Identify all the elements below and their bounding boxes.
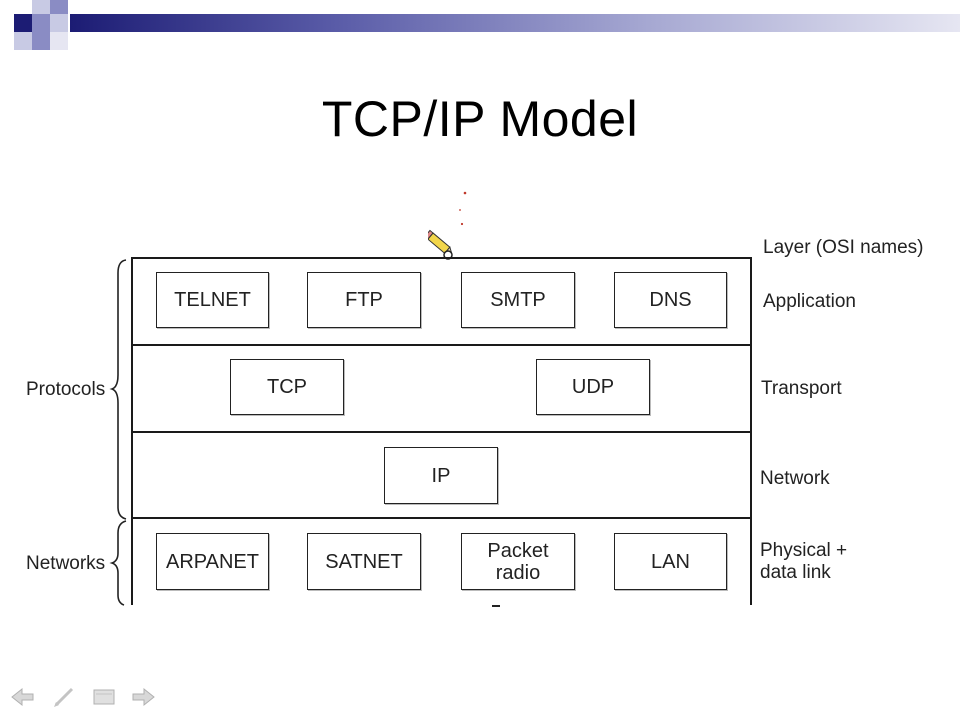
network-satnet-box: SATNET — [307, 533, 421, 590]
header-square-dark — [14, 14, 32, 32]
layer-label-physical-data-link: Physical + data link — [760, 540, 848, 583]
protocol-dns-box: DNS — [614, 272, 727, 328]
diagram-cut-mark — [492, 605, 500, 607]
header-square-light-2 — [50, 14, 68, 32]
header-square-light — [32, 0, 50, 14]
header-gradient-bar — [70, 14, 960, 32]
layer-label-network: Network — [760, 468, 830, 489]
protocol-smtp-box: SMTP — [461, 272, 575, 328]
previous-slide-icon[interactable] — [10, 686, 36, 708]
layer-label-application: Application — [763, 291, 856, 312]
header-square-light-3 — [14, 32, 32, 50]
layer-label-transport: Transport — [761, 378, 842, 399]
pen-tool-icon[interactable] — [52, 686, 76, 708]
slide-menu-icon[interactable] — [92, 688, 116, 706]
group-braces — [109, 259, 127, 606]
protocol-ftp-box: FTP — [307, 272, 421, 328]
pencil-cursor-icon — [428, 191, 467, 260]
protocol-tcp-box: TCP — [230, 359, 344, 415]
layer-separator-application-transport — [131, 344, 752, 346]
group-label-networks: Networks — [26, 553, 106, 574]
protocols-brace — [109, 259, 127, 520]
layers-header-label: Layer (OSI names) — [763, 237, 924, 258]
networks-brace — [109, 520, 127, 606]
header-square-faint — [50, 32, 68, 50]
header-square-mid-3 — [32, 32, 50, 50]
network-lan-box: LAN — [614, 533, 727, 590]
layer-separator-top — [131, 257, 752, 259]
next-slide-icon[interactable] — [130, 686, 156, 708]
protocol-telnet-box: TELNET — [156, 272, 269, 328]
network-arpanet-box: ARPANET — [156, 533, 269, 590]
protocol-ip-box: IP — [384, 447, 498, 504]
protocol-udp-box: UDP — [536, 359, 650, 415]
group-label-protocols: Protocols — [26, 379, 106, 400]
slide-title: TCP/IP Model — [321, 91, 639, 147]
network-packet-radio-box: Packet radio — [461, 533, 575, 590]
header-square-mid — [50, 0, 68, 14]
layer-separator-transport-network — [131, 431, 752, 433]
layer-separator-network-physical — [131, 517, 752, 519]
header-square-mid-2 — [32, 14, 50, 32]
